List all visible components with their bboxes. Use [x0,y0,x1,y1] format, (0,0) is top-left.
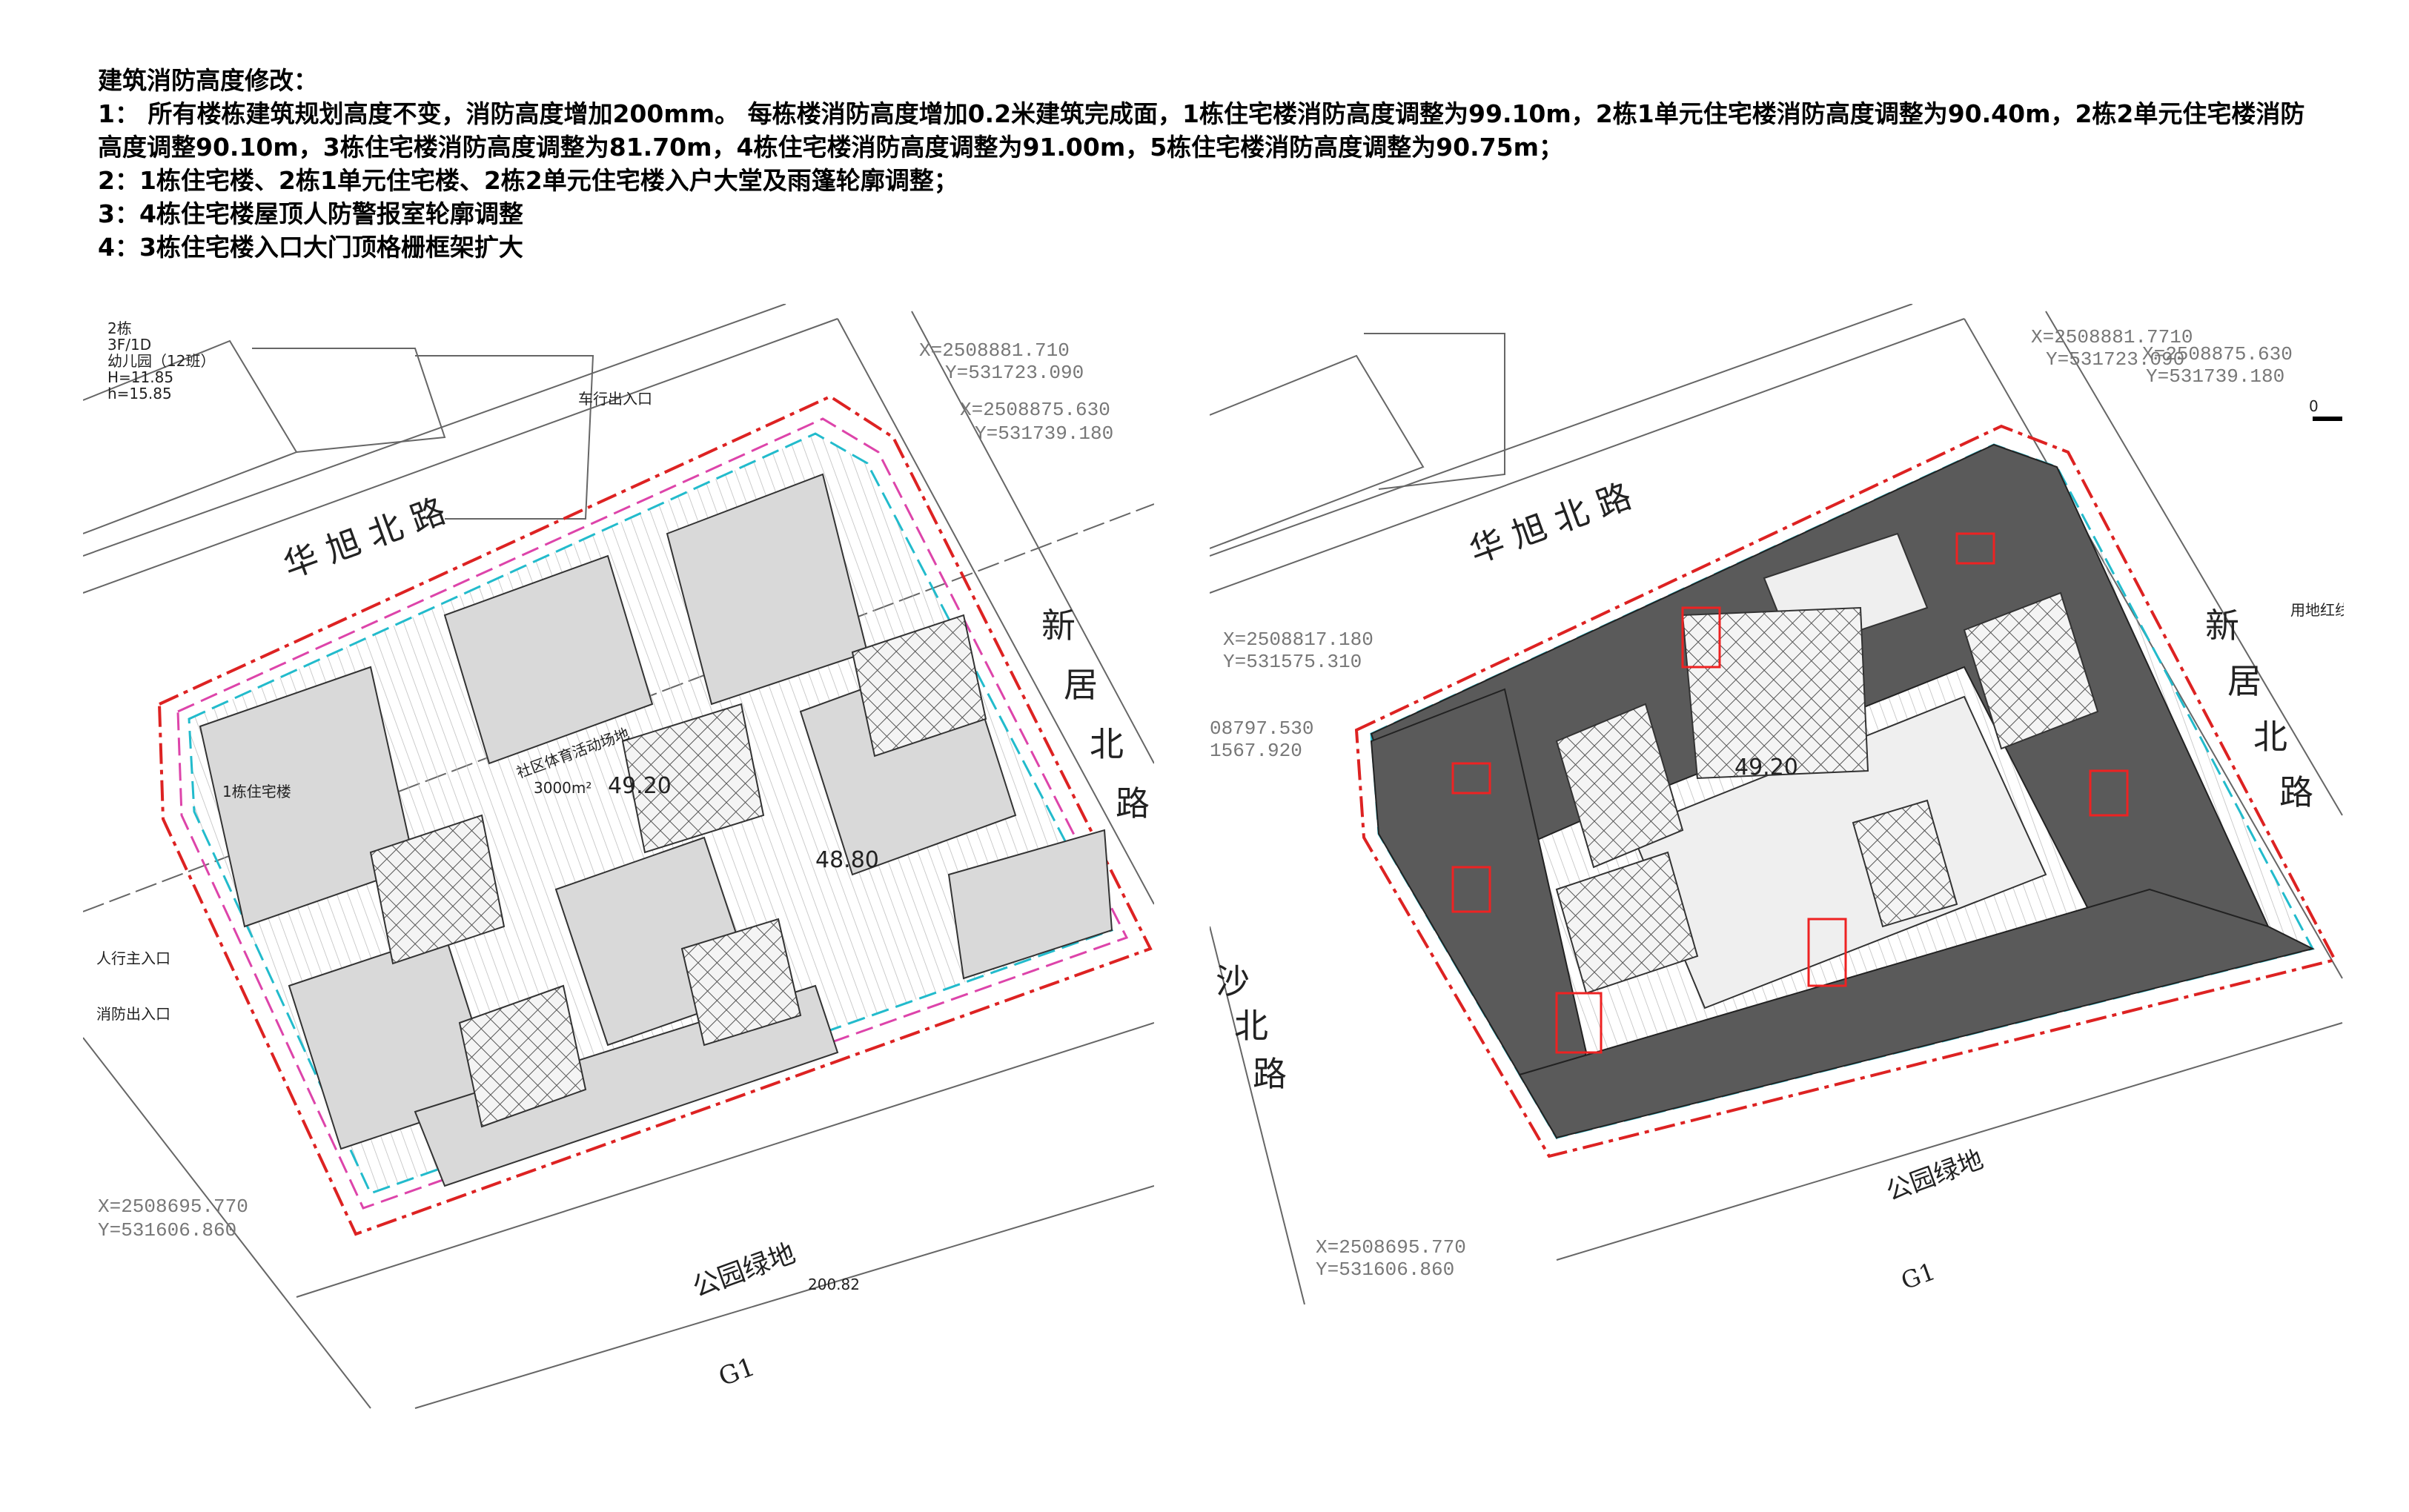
svg-text:1567.920: 1567.920 [1210,740,1302,762]
svg-text:Y=531606.860: Y=531606.860 [98,1219,236,1241]
elevation-49-20-right: 49.20 [1734,755,1798,780]
sports-area-size: 3000m² [534,779,592,797]
svg-text:Y=531723.090: Y=531723.090 [945,362,1084,384]
building-1-label: 1栋住宅楼 [222,783,291,800]
svg-text:新: 新 [2205,606,2239,646]
elevation-48-80: 48.80 [815,847,879,873]
svg-text:幼儿园（12班）: 幼儿园（12班） [107,352,215,370]
svg-text:X=2508875.630: X=2508875.630 [960,399,1110,421]
red-line-label: 用地红线 [2290,601,2350,619]
note-item-1: 1： 所有楼栋建筑规划高度不变，消防高度增加200mm。 每栋楼消防高度增加0.… [98,99,2305,162]
svg-text:3F/1D: 3F/1D [107,336,151,354]
svg-text:X=2508817.180: X=2508817.180 [1223,629,1374,651]
svg-text:h=15.85: h=15.85 [107,385,172,402]
note-item-3: 3：4栋住宅楼屋顶人防警报室轮廓调整 [98,199,523,228]
svg-text:北: 北 [1234,1006,1268,1046]
svg-text:居: 居 [2227,661,2261,701]
svg-text:Y=531606.860: Y=531606.860 [1316,1259,1454,1281]
svg-text:0: 0 [2309,397,2319,415]
svg-text:X=2508881.7710: X=2508881.7710 [2031,326,2193,348]
svg-text:新: 新 [1041,606,1076,646]
car-entrance: 车行出入口 [578,390,652,408]
svg-text:居: 居 [1064,665,1098,705]
svg-text:路: 路 [2279,772,2313,812]
road-label-west-right: 沙 北 路 [1216,961,1287,1094]
svg-text:X=2508695.770: X=2508695.770 [1316,1236,1466,1259]
note-item-2: 2：1栋住宅楼、2栋1单元住宅楼、2栋2单元住宅楼入户大堂及雨篷轮廓调整； [98,166,958,195]
elevation-49-20: 49.20 [608,773,672,799]
road-label-east-right: 新 居 北 路 [2205,606,2313,812]
modified-outlines [1451,532,2129,1054]
svg-text:Y=531723.090: Y=531723.090 [2046,348,2184,371]
left-site-plan: 华 旭 北 路 新 居 北 路 公园绿地 G1 X=2508881.710Y=5… [83,304,1154,1412]
scale-bar: 0 [2309,397,2342,421]
fire-entrance: 消防出入口 [96,1005,170,1023]
svg-text:Y=531739.180: Y=531739.180 [2146,365,2284,388]
right-site-plan: 华 旭 北 路 新 居 北 路 沙 北 路 公园绿地 G1 X=2508881.… [1210,304,2350,1304]
road-label-east: 新 居 北 路 [1041,606,1150,823]
svg-text:X=2508695.770: X=2508695.770 [98,1196,248,1218]
pedestrian-entrance: 人行主入口 [96,949,170,967]
svg-text:08797.530: 08797.530 [1210,717,1313,740]
svg-text:H=11.85: H=11.85 [107,368,173,386]
notes-title: 建筑消防高度修改： [98,66,318,95]
svg-text:Y=531739.180: Y=531739.180 [975,422,1113,445]
svg-text:北: 北 [2253,717,2287,757]
svg-text:X=2508875.630: X=2508875.630 [2142,343,2293,365]
svg-text:沙: 沙 [1216,961,1250,1001]
svg-text:路: 路 [1253,1054,1287,1094]
svg-text:北: 北 [1090,724,1124,764]
svg-text:路: 路 [1116,783,1150,823]
dimension-label: 200.82 [808,1276,860,1293]
svg-text:Y=531575.310: Y=531575.310 [1223,651,1362,673]
kindergarten-label: 2栋 3F/1D 幼儿园（12班） H=11.85 h=15.85 [107,319,215,402]
modification-notes: 建筑消防高度修改： 1： 所有楼栋建筑规划高度不变，消防高度增加200mm。 每… [98,64,2322,264]
svg-text:2栋: 2栋 [107,319,132,337]
note-item-4: 4：3栋住宅楼入口大门顶格栅框架扩大 [98,233,523,262]
svg-text:X=2508881.710: X=2508881.710 [919,339,1070,362]
